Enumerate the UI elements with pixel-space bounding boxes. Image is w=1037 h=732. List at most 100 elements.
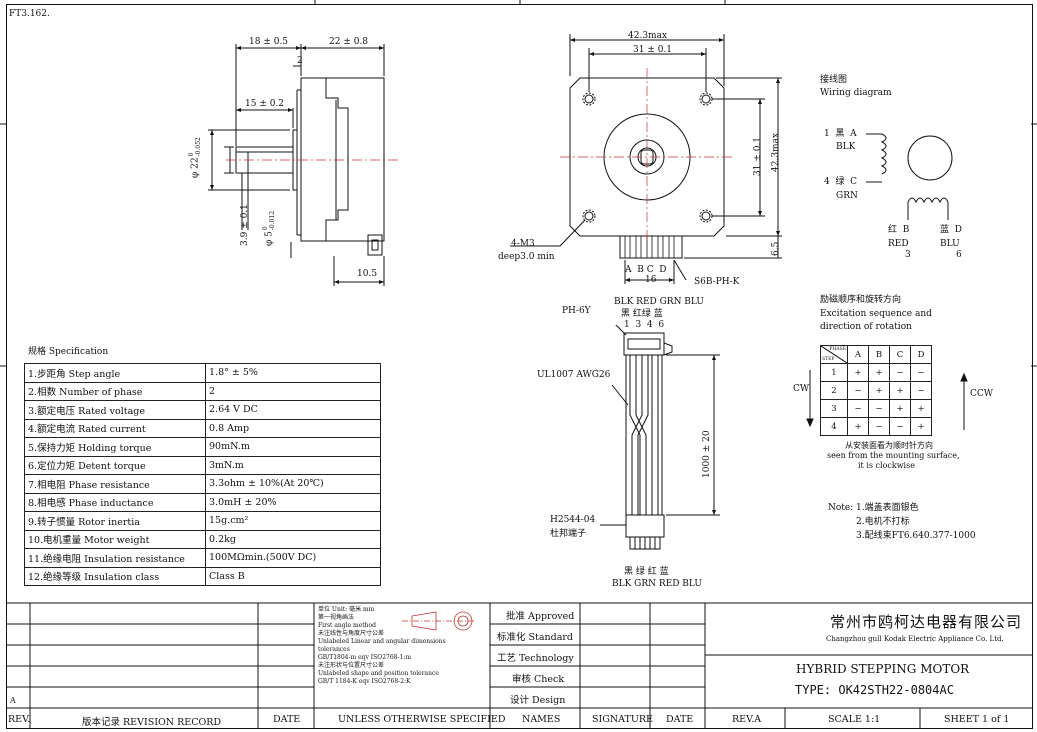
terminal-cn: 杜邦端子: [550, 529, 587, 539]
step-number: 4: [820, 417, 848, 436]
wire-d-color: BLU: [940, 239, 960, 249]
rotation-note-en2: it is clockwise: [858, 461, 915, 470]
wire-c-color: GRN: [836, 191, 858, 201]
unit-line: tolerances: [318, 646, 350, 653]
phase-header: PHASE: [829, 347, 846, 352]
unit-line: GB/T 1184-K eqv ISO2768-2:K: [318, 678, 411, 685]
dim-two: 2: [297, 56, 303, 66]
cable-bottom-cn: 黑 绿 红 蓝: [624, 567, 669, 577]
wire-d-label: 蓝 D: [940, 225, 962, 235]
ccw-label: CCW: [970, 389, 994, 399]
step-row: 1 + + − −: [820, 363, 932, 382]
rev-header: REV.: [8, 714, 31, 725]
unit-line: 单位 Unit: 毫米 mm: [318, 606, 375, 613]
check-label: 审核 Check: [512, 674, 565, 685]
cw-label: CW: [793, 384, 810, 394]
cable-top-cn: 黑 红绿 蓝: [621, 309, 663, 319]
product-type: TYPE: OK42STH22-0804AC: [795, 683, 954, 697]
cable-drawing: [600, 325, 720, 550]
unit-line: 第一视角画法: [318, 614, 355, 621]
note-1: 1.端盖表面银色: [856, 503, 919, 513]
standard-label: 标准化 Standard: [497, 632, 573, 643]
front-view-drawing: [510, 34, 782, 284]
spec-value: 3.3ohm ± 10%(At 20℃): [205, 474, 381, 494]
excitation-title-en1: Excitation sequence and: [820, 309, 932, 319]
wiring-title-cn: 接线图: [820, 75, 848, 85]
pin-letters: A B C D: [625, 265, 667, 275]
holes-depth: deep3.0 min: [498, 252, 555, 262]
dim-motor-length: 22 ± 0.8: [329, 37, 369, 47]
dim-connector: 10.5: [357, 269, 378, 279]
excitation-title-en2: direction of rotation: [820, 322, 912, 332]
wiring-title-en: Wiring diagram: [820, 88, 892, 98]
rev-letter: A: [10, 696, 16, 705]
rev-a: REV.A: [732, 714, 762, 725]
phase-step-header: PHASE STEP: [820, 345, 848, 364]
holes-label: 4-M3: [511, 239, 535, 249]
wire-c-label: 4 绿 C: [824, 177, 858, 187]
dim-width: 42.3max: [628, 31, 668, 41]
design-label: 设计 Design: [510, 695, 566, 706]
unit-line: 未注线性与角度尺寸公差: [318, 630, 385, 637]
unit-line: Unlabeled Linear and angular dimensions: [318, 638, 446, 645]
step-row: 2 − + + −: [820, 381, 932, 400]
wire-b-label: 红 B: [888, 225, 910, 235]
cable-top-colors: BLK RED GRN BLU: [614, 297, 704, 307]
step-cell: +: [910, 417, 932, 436]
unit-line: Unlabeled shape and position tolerance: [318, 670, 439, 677]
dim-hole-pitch: 31 ± 0.1: [633, 45, 673, 55]
note-3: 3.配线束FT6.640.377-1000: [856, 531, 976, 541]
unless-header: UNLESS OTHERWISE SPECIFIED: [338, 714, 506, 725]
date-header: DATE: [273, 714, 301, 725]
wire-b-pin: 3: [905, 250, 911, 260]
rotation-note-en1: seen from the mounting surface,: [827, 451, 960, 460]
rotation-note-cn: 从安装面看为顺时针方向: [845, 441, 933, 450]
terminal-label: H2544-04: [550, 515, 596, 525]
spec-value: Class B: [205, 566, 381, 586]
pin-span: 16: [645, 275, 657, 285]
rotation-arrows: [806, 370, 968, 430]
header-diagonal: [821, 346, 847, 363]
revision-record-header: 版本记录 REVISION RECORD: [82, 717, 222, 728]
spec-title: 规格 Specification: [28, 347, 109, 357]
unit-line: First angle method: [318, 622, 376, 629]
cable-bottom-colors: BLK GRN RED BLU: [612, 579, 702, 589]
wire-b-color: RED: [888, 239, 909, 249]
product-name: HYBRID STEPPING MOTOR: [796, 662, 970, 676]
step-header: STEP: [822, 357, 835, 362]
signature-header: SIGNATURE: [592, 714, 653, 725]
wiring-schematic: [866, 133, 953, 220]
step-row: 4 + − − +: [820, 417, 932, 436]
drawing-number: FT3.162.: [9, 9, 50, 19]
sheet: SHEET 1 of 1: [944, 714, 1010, 725]
note-label: Note:: [828, 503, 854, 513]
connector-type: S6B-PH-K: [694, 277, 740, 287]
dim-body-length: 18 ± 0.5: [249, 37, 289, 47]
scale: SCALE 1:1: [828, 714, 881, 725]
step-cell: −: [889, 417, 911, 436]
excitation-table: PHASE STEP A B C D 1 + + − − 2 − + + − 3…: [820, 345, 932, 436]
side-view-drawing: [208, 44, 400, 286]
wire-d-pin: 6: [956, 250, 962, 260]
wire-a-label: 1 黑 A: [824, 129, 857, 139]
unit-block: 单位 Unit: 毫米 mm 第一视角画法 First angle method…: [318, 606, 446, 686]
ph-label: PH-6Y: [562, 306, 591, 316]
approved-label: 批准 Approved: [506, 611, 575, 622]
company-name-en: Changzhou gull Kodak Electric Appliance …: [826, 635, 1004, 643]
unit-line: GB/T1804-m eqv ISO2768-1:m: [318, 654, 412, 661]
unit-line: 未注形状与位置尺寸公差: [318, 662, 385, 669]
date2-header: DATE: [666, 714, 694, 725]
cable-top-pins: 1 3 4 6: [624, 320, 665, 330]
company-name-cn: 常州市鸥柯达电器有限公司: [830, 613, 1023, 631]
excitation-title-cn: 励磁顺序和旋转方向: [820, 295, 902, 305]
wire-a-color: BLK: [836, 142, 856, 152]
note-2: 2.电机不打标: [856, 517, 910, 527]
